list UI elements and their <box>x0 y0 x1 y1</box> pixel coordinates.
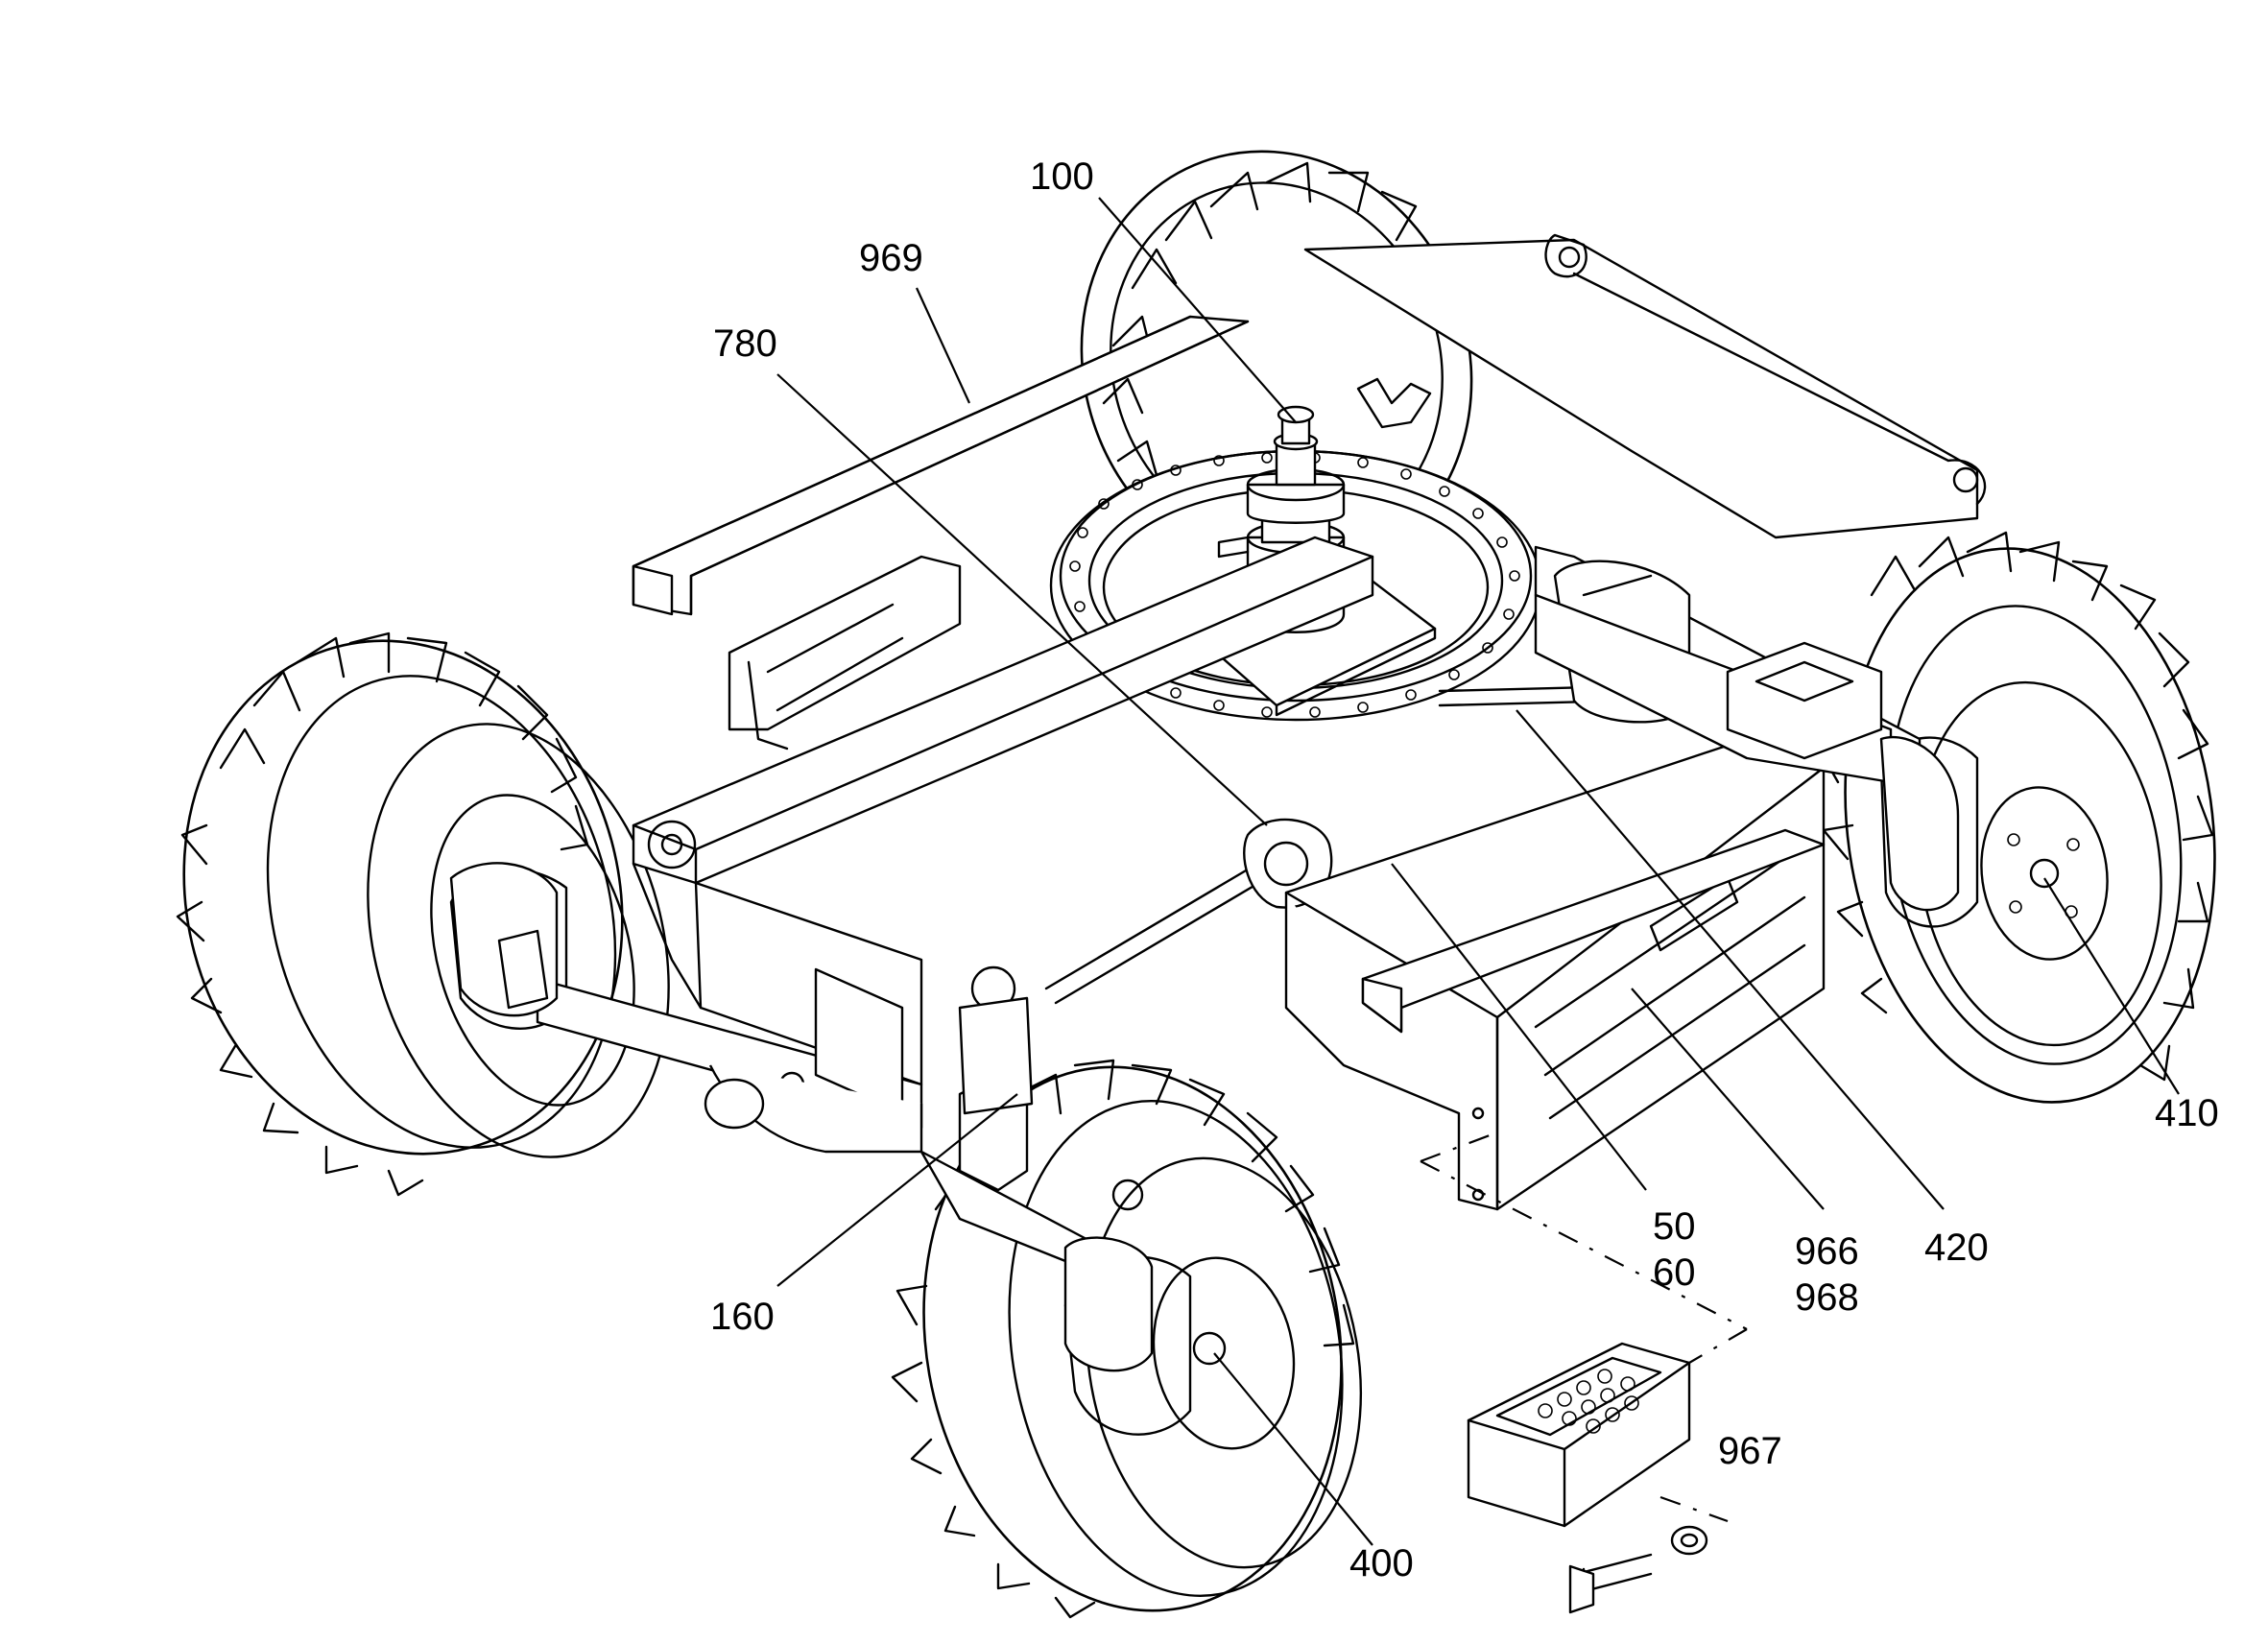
callout-50: 50 <box>1653 1205 1696 1248</box>
callout-966-968: 966 968 <box>1795 1228 1859 1321</box>
counterweight-holes <box>1538 1369 1639 1434</box>
front-left-wheel <box>176 631 670 1197</box>
callout-50-60: 50 60 <box>1653 1203 1696 1296</box>
left-hub <box>449 820 697 1017</box>
callout-967: 967 <box>1718 1430 1782 1472</box>
engine-box <box>1284 737 1826 1211</box>
callout-966: 966 <box>1795 1230 1859 1273</box>
leader-lines <box>776 197 2180 1546</box>
callout-100: 100 <box>1030 155 1094 198</box>
counterweight-kit <box>1467 1342 1708 1614</box>
callout-420: 420 <box>1924 1227 1989 1269</box>
callout-410: 410 <box>2155 1092 2219 1134</box>
upper-frame <box>632 233 1987 751</box>
rail-ends <box>632 564 1403 1034</box>
callout-968: 968 <box>1795 1276 1859 1319</box>
rear-axle <box>1534 593 1960 912</box>
callout-969: 969 <box>859 237 923 279</box>
callout-780: 780 <box>713 322 777 365</box>
rear-right-wheel <box>1817 531 2216 1104</box>
callout-60: 60 <box>1653 1251 1696 1294</box>
front-axle <box>919 965 1154 1372</box>
callout-160: 160 <box>710 1296 775 1338</box>
callout-400: 400 <box>1349 1542 1414 1584</box>
